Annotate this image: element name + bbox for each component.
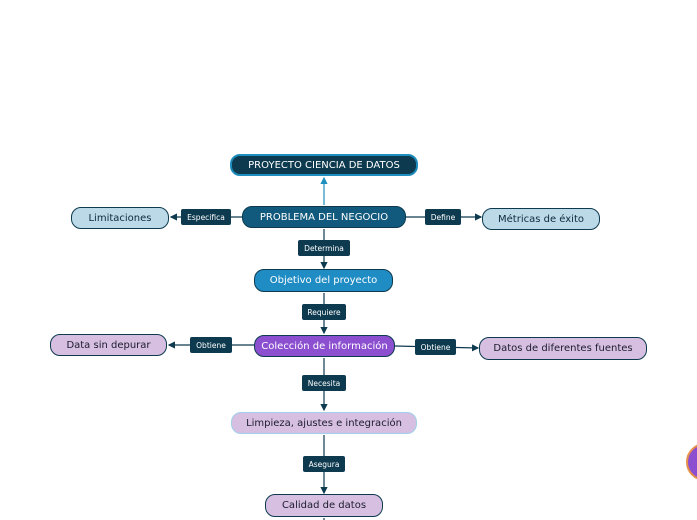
edge-label-define: Define [425,209,461,225]
node-limpieza[interactable]: Limpieza, ajustes e integración [231,412,417,434]
node-datos-fuentes[interactable]: Datos de diferentes fuentes [479,337,647,360]
node-data-sin-depurar[interactable]: Data sin depurar [50,334,167,356]
edge-label-determina: Determina [298,240,350,256]
node-root[interactable]: PROYECTO CIENCIA DE DATOS [230,154,418,176]
edge-label-especifica: Especifica [181,209,231,225]
edge-label-necesita: Necesita [302,375,346,391]
node-objetivo[interactable]: Objetivo del proyecto [254,269,393,292]
node-problem[interactable]: PROBLEMA DEL NEGOCIO [242,206,406,228]
node-calidad[interactable]: Calidad de datos [265,494,383,517]
node-limitaciones[interactable]: Limitaciones [71,207,169,229]
edge-label-asegura: Asegura [303,456,345,472]
edge-label-obtiene-left: Obtiene [190,337,232,353]
edge-label-obtiene-right: Obtiene [415,339,456,355]
node-coleccion[interactable]: Colección de información [254,335,395,357]
edge-label-requiere: Requiere [302,304,346,320]
node-metricas[interactable]: Métricas de éxito [482,208,600,230]
